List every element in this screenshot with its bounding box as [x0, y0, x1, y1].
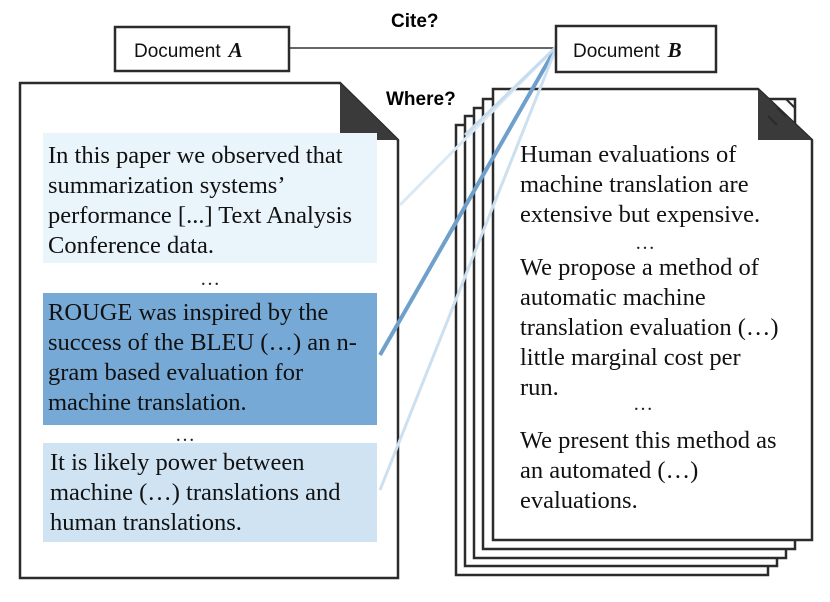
doc-b-passage-3: We present this method as an automated (…	[520, 427, 777, 514]
doc-a-ellipsis-1: …	[200, 268, 220, 290]
doc-b-ellipsis-2: …	[633, 393, 653, 415]
where-question: Where?	[386, 89, 456, 110]
doc-a-label-text: Document	[134, 41, 221, 62]
where-link-3	[378, 45, 559, 491]
doc-a-letter: A	[228, 38, 243, 62]
doc-a-ellipsis-2: …	[175, 424, 195, 446]
where-link-2	[378, 45, 559, 356]
doc-b-box	[554, 24, 718, 74]
doc-b-passage-2: We propose a method of automatic machine…	[520, 254, 779, 401]
doc-b-page-front	[491, 87, 814, 542]
doc-a-passage-3: It is likely power between machine (…) t…	[50, 449, 341, 536]
doc-b-stack	[454, 87, 814, 577]
doc-b-back-corners	[767, 98, 796, 126]
doc-b-ellipsis-1: …	[635, 232, 655, 254]
doc-b-passage-1: Human evaluations of machine translation…	[520, 141, 761, 228]
where-link-4	[463, 44, 559, 137]
doc-a-passage-2-bg	[43, 293, 377, 425]
doc-a-passage-2: ROUGE was inspired by the success of the…	[48, 299, 357, 416]
doc-a-passage-3-bg	[43, 443, 377, 542]
doc-a-label: Document A	[134, 38, 243, 63]
doc-b-label: Document B	[573, 38, 682, 63]
doc-a-passage-1: In this paper we observed that summariza…	[48, 142, 352, 259]
doc-a-page-fold	[340, 83, 398, 140]
cite-question: Cite?	[391, 11, 439, 32]
doc-b-label-text: Document	[573, 41, 660, 62]
doc-a-passage-1-bg	[43, 133, 377, 263]
doc-a-box	[113, 25, 291, 73]
doc-b-letter: B	[667, 38, 682, 62]
